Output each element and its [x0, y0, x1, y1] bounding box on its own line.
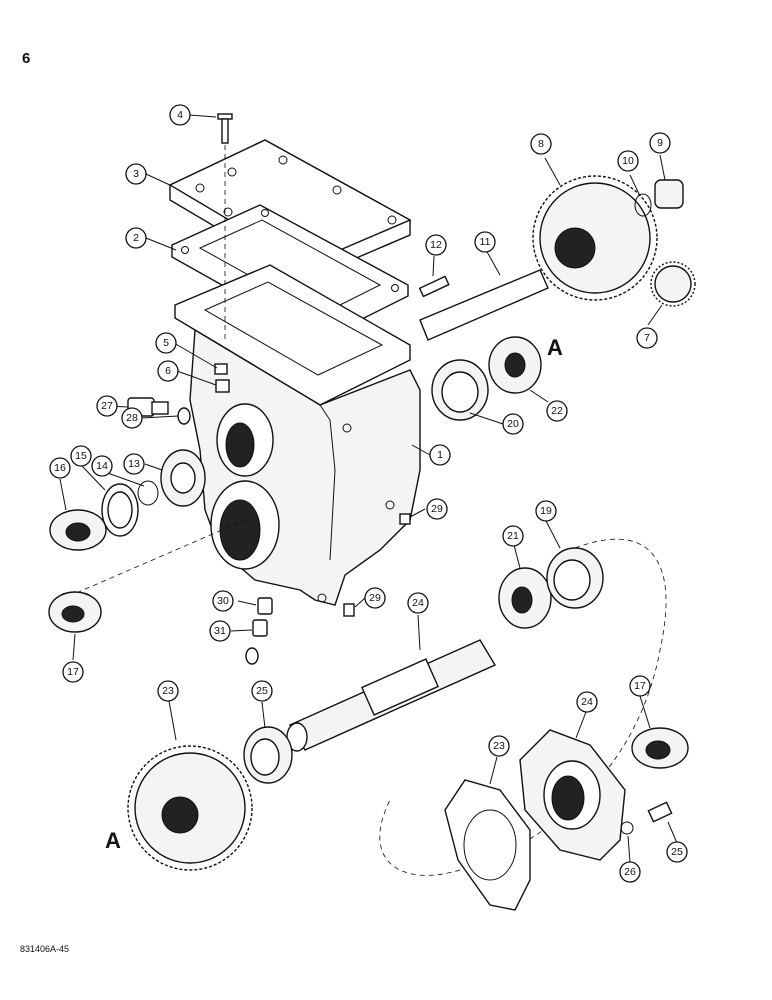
- callout-25: 25: [666, 841, 688, 863]
- lower-gear: [127, 726, 293, 871]
- callout-18-lower: 19: [535, 500, 557, 522]
- svg-text:9: 9: [657, 137, 663, 149]
- svg-text:26: 26: [624, 866, 636, 878]
- callout-11: 11: [474, 231, 496, 253]
- callout-16: 16: [49, 457, 71, 479]
- callout-19-upper: 22: [546, 400, 568, 422]
- callout-17-left: 17: [62, 661, 84, 683]
- svg-text:15: 15: [75, 450, 87, 462]
- callout-23: 23: [488, 735, 510, 757]
- callout-30: 30: [212, 590, 234, 612]
- gear-housing: [174, 264, 421, 606]
- plug-fittings: [214, 363, 230, 393]
- svg-text:25: 25: [256, 685, 268, 697]
- svg-text:14: 14: [96, 460, 108, 472]
- svg-text:17: 17: [634, 680, 646, 692]
- callout-31: 31: [209, 620, 231, 642]
- svg-text:16: 16: [54, 462, 66, 474]
- svg-text:2: 2: [133, 232, 139, 244]
- upper-shaft-assembly: [418, 269, 549, 421]
- svg-text:28: 28: [126, 412, 138, 424]
- svg-text:29: 29: [431, 503, 443, 515]
- svg-text:3: 3: [133, 168, 139, 180]
- svg-text:12: 12: [430, 239, 442, 251]
- svg-text:24: 24: [581, 696, 593, 708]
- assembly-mark-a-lower: A: [105, 828, 121, 853]
- svg-text:11: 11: [480, 236, 491, 248]
- callout-8: 8: [530, 133, 552, 155]
- left-bearing-stack: [48, 449, 246, 633]
- leader-lines: [59, 114, 678, 863]
- callout-28: 28: [121, 407, 143, 429]
- callout-5: 5: [155, 332, 177, 354]
- svg-text:6: 6: [165, 365, 171, 377]
- callout-21: 25: [251, 680, 273, 702]
- svg-text:31: 31: [214, 625, 226, 637]
- cap-screw: [217, 113, 233, 340]
- main-shaft-assembly: [286, 538, 667, 876]
- svg-text:4: 4: [177, 109, 183, 121]
- callout-26: 26: [619, 861, 641, 883]
- callout-22: 24: [407, 592, 429, 614]
- callout-9: 9: [649, 132, 671, 154]
- bearing-retainer-assembly: [444, 727, 689, 911]
- svg-text:21: 21: [507, 530, 519, 542]
- callout-20: 23: [157, 680, 179, 702]
- svg-text:7: 7: [644, 332, 650, 344]
- callout-7: 7: [636, 327, 658, 349]
- svg-text:22: 22: [551, 405, 563, 417]
- callout-10: 10: [617, 150, 639, 172]
- svg-text:23: 23: [162, 685, 174, 697]
- callout-17-right: 17: [629, 675, 651, 697]
- drawing-reference: 831406A-45: [20, 944, 70, 954]
- svg-text:8: 8: [538, 138, 544, 150]
- assembly-mark-a-upper: A: [547, 335, 563, 360]
- svg-text:29: 29: [369, 592, 381, 604]
- callout-1: 1: [429, 444, 451, 466]
- svg-text:27: 27: [101, 400, 113, 412]
- svg-text:23: 23: [493, 740, 505, 752]
- callout-15: 15: [70, 445, 92, 467]
- callout-24: 24: [576, 691, 598, 713]
- svg-text:20: 20: [507, 418, 519, 430]
- svg-text:1: 1: [437, 449, 443, 461]
- svg-text:5: 5: [163, 337, 169, 349]
- callout-13: 13: [123, 453, 145, 475]
- callout-12: 12: [425, 234, 447, 256]
- callout-3: 3: [125, 163, 147, 185]
- svg-text:17: 17: [67, 666, 79, 678]
- callout-6: 6: [157, 360, 179, 382]
- plugs-and-nipples: [245, 513, 411, 665]
- callout-18-upper: 20: [502, 413, 524, 435]
- svg-text:25: 25: [671, 846, 683, 858]
- svg-text:30: 30: [217, 595, 229, 607]
- svg-text:10: 10: [622, 155, 634, 167]
- callout-2: 2: [125, 227, 147, 249]
- callout-4: 4: [169, 104, 191, 126]
- callout-19-lower: 21: [502, 525, 524, 547]
- svg-text:19: 19: [540, 505, 552, 517]
- callout-29-lower: 29: [364, 587, 386, 609]
- callout-27: 27: [96, 395, 118, 417]
- svg-text:24: 24: [412, 597, 424, 609]
- svg-text:13: 13: [128, 458, 140, 470]
- callout-29-upper: 29: [426, 498, 448, 520]
- upper-gear-cluster: [532, 175, 696, 307]
- page-number: 6: [22, 50, 31, 67]
- callout-14: 14: [91, 455, 113, 477]
